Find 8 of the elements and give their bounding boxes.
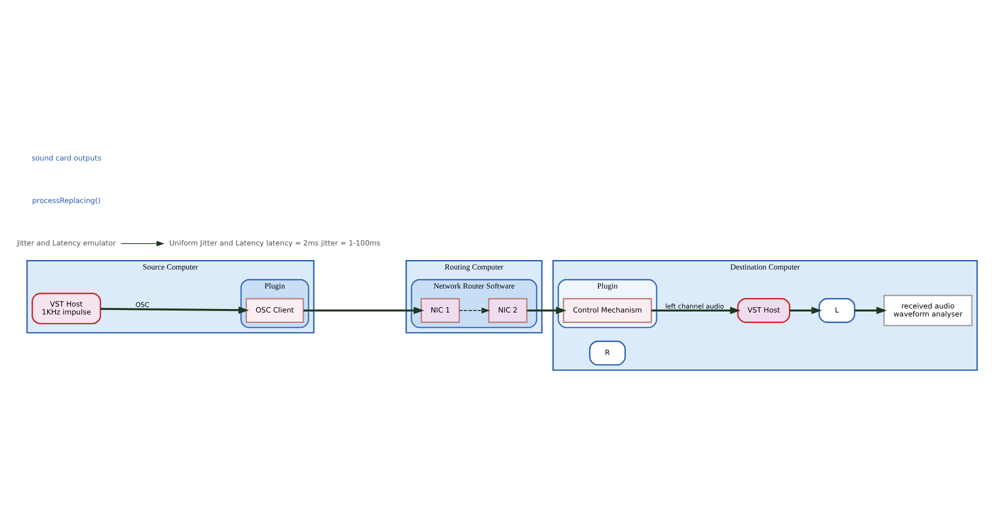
arrow — [854, 306, 887, 314]
arrow — [458, 308, 490, 314]
arrow — [120, 240, 164, 246]
arrow — [651, 306, 741, 314]
arrow — [526, 306, 566, 314]
arrow — [304, 306, 424, 314]
arrow — [790, 306, 822, 314]
arrow — [100, 306, 249, 314]
